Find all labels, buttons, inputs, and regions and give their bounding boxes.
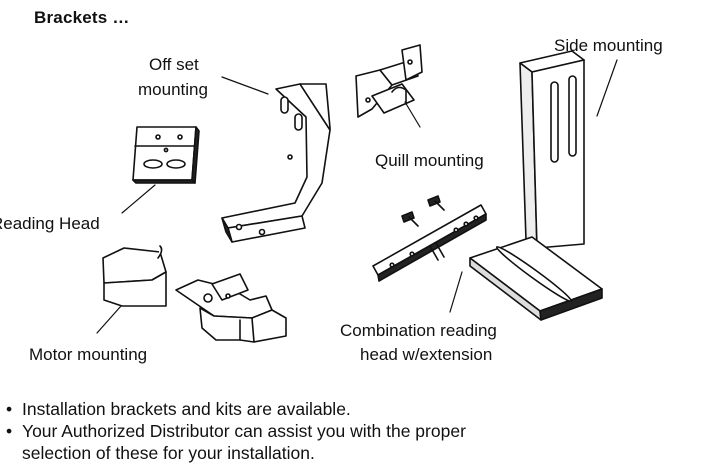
offset-leader — [221, 76, 269, 95]
reading-head-bracket-drawing — [132, 126, 200, 184]
reading-head-leader — [121, 184, 156, 214]
offset-mounting-label-line2: mounting — [138, 80, 208, 99]
section-heading: Brackets … — [34, 8, 130, 27]
brackets-illustration — [96, 44, 618, 343]
offset-mounting-bracket-drawing — [221, 83, 331, 243]
info-bullets: Installation brackets and kits are avail… — [6, 398, 466, 464]
combination-label-line2: head w/extension — [360, 345, 493, 364]
bullet-item: Installation brackets and kits are avail… — [6, 398, 466, 420]
side-leader — [596, 59, 618, 117]
reading-head-label: Reading Head — [0, 214, 100, 233]
offset-mounting-label-line1: Off set — [149, 55, 199, 74]
quill-mounting-bracket-drawing — [355, 44, 423, 118]
combination-leader — [449, 271, 463, 313]
quill-mounting-label: Quill mounting — [375, 151, 484, 170]
bullet-item-continuation: selection of these for your installation… — [22, 443, 315, 463]
combination-bracket-drawing — [372, 195, 603, 321]
motor-mounting-label: Motor mounting — [29, 345, 148, 364]
motor-leader — [96, 305, 122, 334]
quill-leader — [404, 101, 421, 128]
bullet-item: Your Authorized Distributor can assist y… — [6, 420, 466, 442]
combination-label-line1: Combination reading — [340, 321, 497, 340]
motor-mounting-bracket-drawing — [102, 245, 287, 343]
side-mounting-label: Side mounting — [554, 36, 663, 55]
side-mounting-bracket-drawing — [519, 50, 585, 249]
